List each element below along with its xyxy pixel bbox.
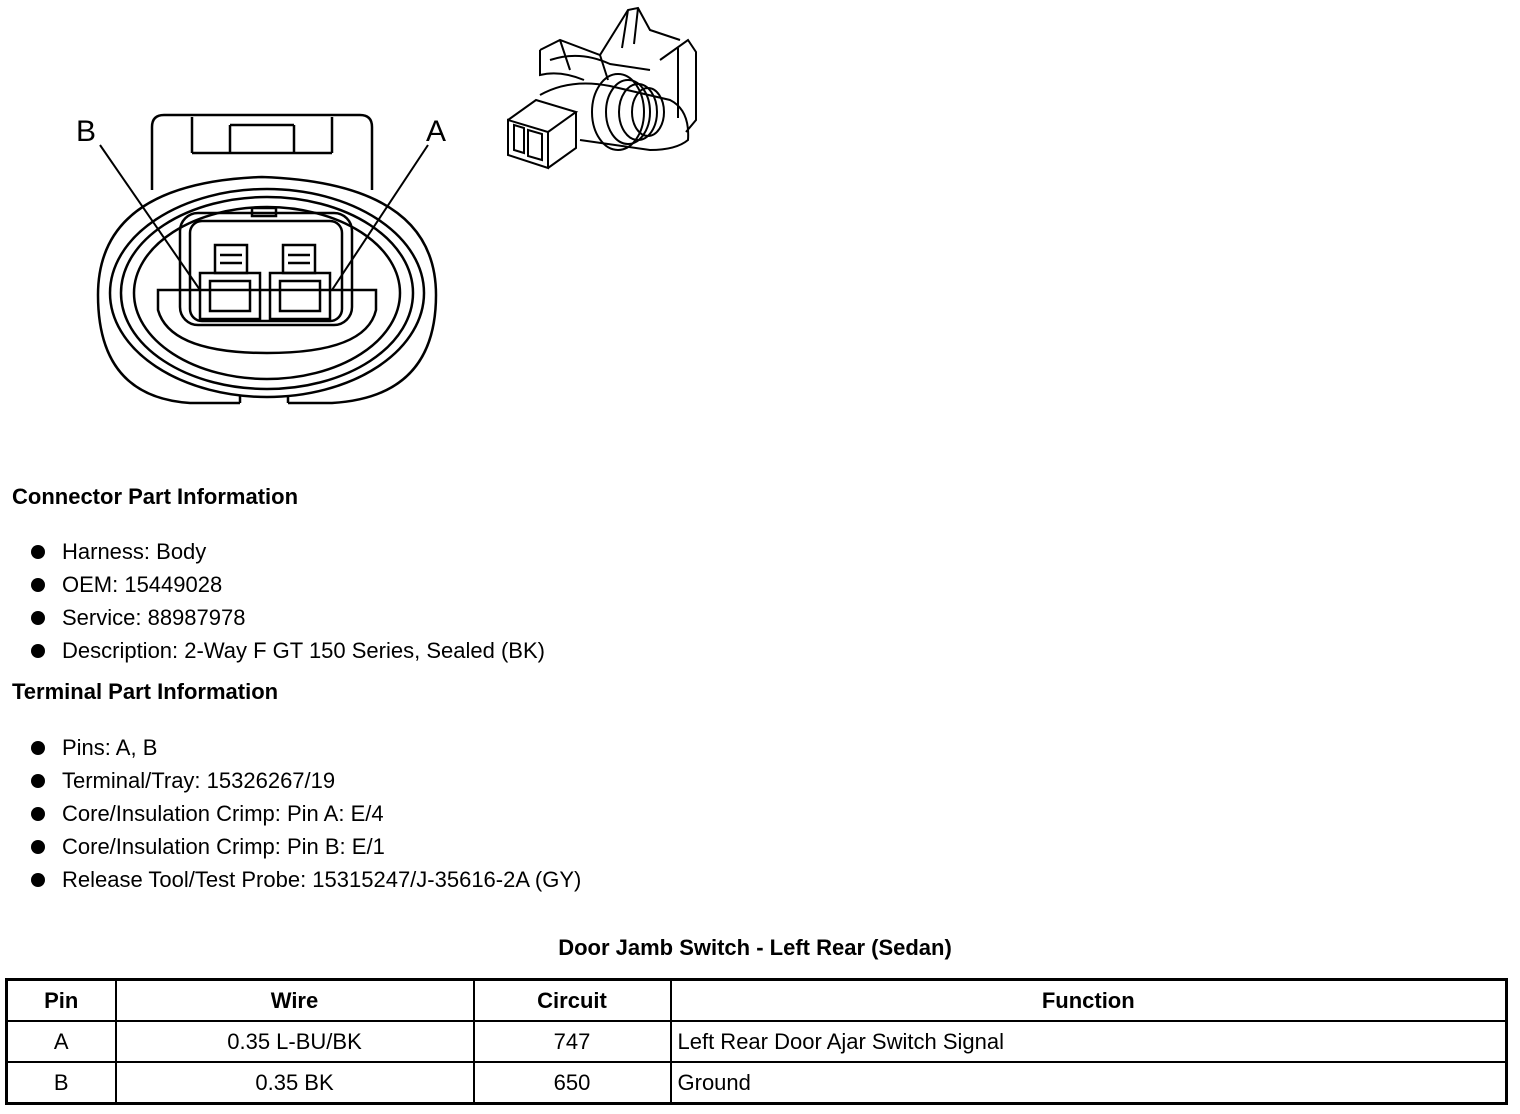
cell-pin: A (5, 1020, 117, 1063)
list-item: Harness: Body (12, 535, 545, 568)
column-header-circuit: Circuit (472, 978, 672, 1022)
cell-function: Ground (669, 1061, 1508, 1105)
bullet-icon (31, 644, 45, 658)
column-header-wire: Wire (114, 978, 475, 1022)
list-item: OEM: 15449028 (12, 568, 545, 601)
cell-circuit: 650 (472, 1061, 672, 1105)
table-title: Door Jamb Switch - Left Rear (Sedan) (558, 935, 952, 960)
column-header-pin: Pin (5, 978, 117, 1022)
list-item: Core/Insulation Crimp: Pin A: E/4 (12, 797, 581, 830)
terminal-part-info-list: Pins: A, B Terminal/Tray: 15326267/19 Co… (12, 731, 581, 896)
cell-circuit: 747 (472, 1020, 672, 1063)
bullet-icon (31, 873, 45, 887)
pin-label-a: A (426, 115, 446, 148)
connector-part-info-list: Harness: Body OEM: 15449028 Service: 889… (12, 535, 545, 667)
terminal-part-info-heading: Terminal Part Information (12, 679, 279, 704)
table-row: B 0.35 BK 650 Ground (5, 1061, 1508, 1105)
pin-table: Pin Wire Circuit Function A 0.35 L-BU/BK… (5, 978, 1508, 1105)
connector-isometric-diagram (507, 6, 697, 170)
bullet-icon (31, 578, 45, 592)
list-item: Release Tool/Test Probe: 15315247/J-3561… (12, 863, 581, 896)
cell-function: Left Rear Door Ajar Switch Signal (669, 1020, 1508, 1063)
bullet-icon (31, 611, 45, 625)
cell-pin: B (5, 1061, 117, 1105)
bullet-icon (31, 840, 45, 854)
list-item: Core/Insulation Crimp: Pin B: E/1 (12, 830, 581, 863)
table-header-row: Pin Wire Circuit Function (5, 978, 1508, 1022)
list-item: Pins: A, B (12, 731, 581, 764)
table-row: A 0.35 L-BU/BK 747 Left Rear Door Ajar S… (5, 1020, 1508, 1063)
cell-wire: 0.35 BK (114, 1061, 475, 1105)
list-item: Service: 88987978 (12, 601, 545, 634)
bullet-icon (31, 741, 45, 755)
connector-part-info-heading: Connector Part Information (12, 484, 299, 509)
cell-wire: 0.35 L-BU/BK (114, 1020, 475, 1063)
bullet-icon (31, 774, 45, 788)
bullet-icon (31, 807, 45, 821)
bullet-icon (31, 545, 45, 559)
list-item: Description: 2-Way F GT 150 Series, Seal… (12, 634, 545, 667)
column-header-function: Function (669, 978, 1508, 1022)
pin-label-b: B (76, 115, 96, 148)
list-item: Terminal/Tray: 15326267/19 (12, 764, 581, 797)
connector-face-diagram: B A (76, 113, 446, 405)
